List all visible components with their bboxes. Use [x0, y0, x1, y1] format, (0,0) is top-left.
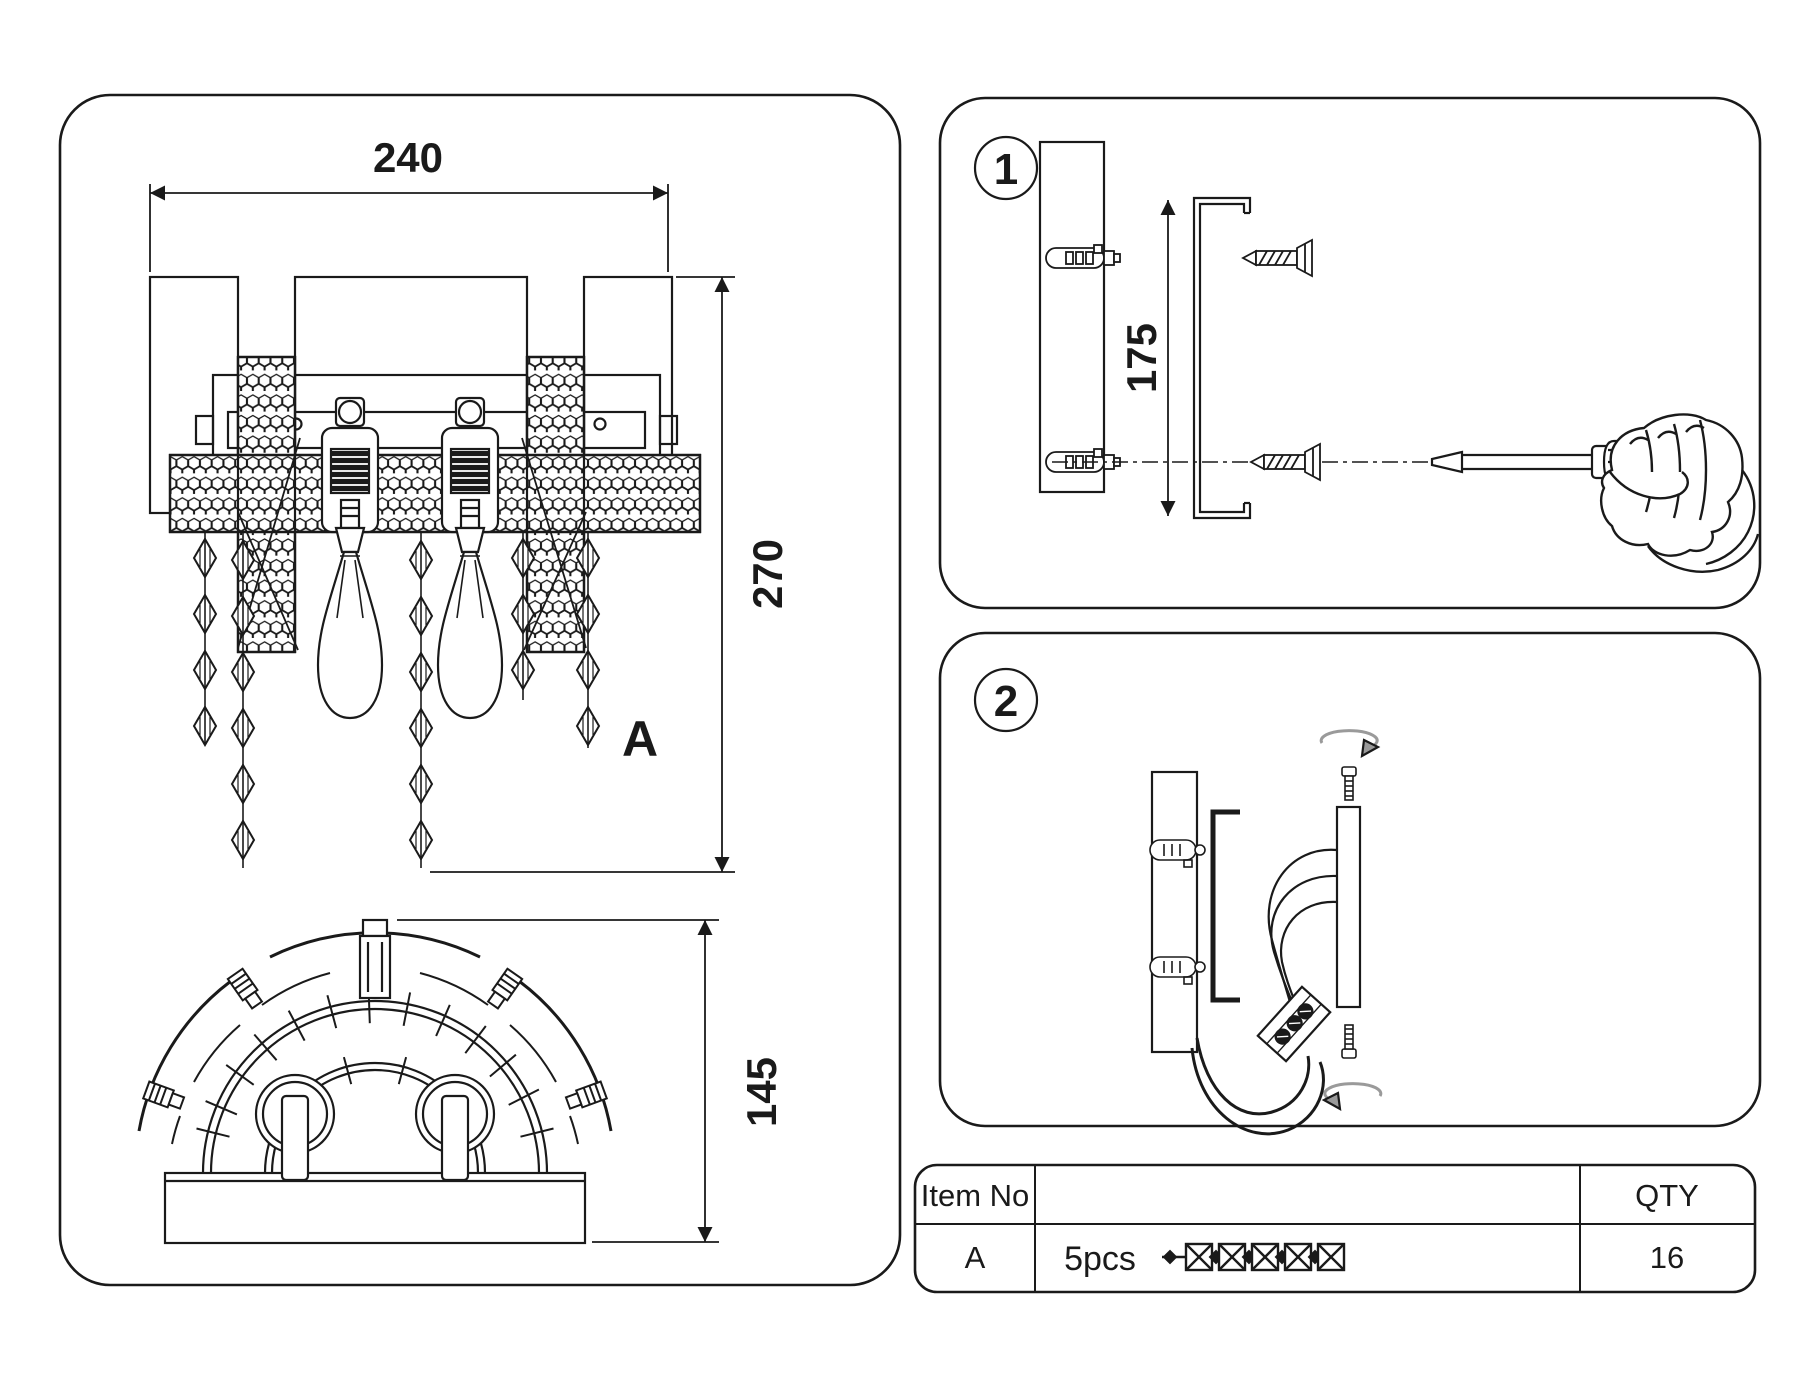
crystal-strand	[231, 532, 255, 868]
step1-panel	[938, 96, 1762, 610]
table-header-qty: QTY	[1635, 1178, 1699, 1213]
bracket-dimension-label: 175	[1118, 323, 1165, 393]
step1-badge: 1	[994, 145, 1018, 194]
step2-badge-circle	[973, 667, 1039, 733]
top-view-dimension	[397, 919, 719, 1243]
hand	[1600, 413, 1760, 573]
height-dimension-label: 270	[744, 539, 791, 609]
wall-anchor-icon	[1149, 956, 1206, 985]
crystal-strand	[511, 532, 535, 700]
depth-dimension-label: 145	[738, 1057, 785, 1127]
lamp-front-view	[148, 275, 702, 868]
crystal-strand	[193, 532, 217, 746]
crystal-mesh	[168, 355, 702, 654]
step2-content	[973, 667, 1383, 1136]
width-dimension-label: 240	[373, 134, 443, 181]
dimension-view-panel	[58, 93, 902, 1287]
parts-table-border	[913, 1163, 1757, 1294]
parts-table	[915, 1165, 1755, 1292]
crystal-strand	[576, 532, 600, 748]
table-cell-qty: 16	[1650, 1240, 1684, 1275]
step1-badge-circle	[973, 135, 1039, 201]
table-cell-pieces: 5pcs	[1064, 1240, 1136, 1278]
base-plate	[163, 1171, 587, 1245]
mounting-bracket	[1192, 196, 1252, 520]
crystal-band-arc	[201, 999, 549, 1174]
band-tick-marks	[196, 989, 554, 1138]
wall-plate	[1150, 770, 1199, 1054]
wires	[1267, 848, 1338, 1011]
lamp-mounting-bar	[1335, 805, 1362, 1009]
wall-plate	[1038, 140, 1106, 494]
step2-panel	[938, 631, 1762, 1128]
step1-content	[973, 135, 1760, 573]
mid-arc	[171, 972, 579, 1145]
crystal-strands	[193, 532, 600, 868]
crystal-strand	[409, 532, 433, 868]
front-view-dimensions	[149, 184, 735, 873]
crystal-chain-row	[1162, 1242, 1346, 1272]
bulb-stems	[280, 1094, 470, 1182]
table-header-item: Item No	[921, 1178, 1030, 1213]
step2-badge: 2	[994, 677, 1018, 726]
wall-anchor-icon	[1149, 839, 1206, 868]
wire-bundle	[1190, 1037, 1325, 1136]
table-cell-item: A	[965, 1240, 986, 1275]
mounting-bracket	[1210, 809, 1240, 1003]
lamp-top-view	[137, 918, 613, 1245]
terminal-block	[1256, 985, 1332, 1063]
strand-item-label: A	[622, 711, 658, 767]
apex-clip	[358, 918, 392, 1000]
